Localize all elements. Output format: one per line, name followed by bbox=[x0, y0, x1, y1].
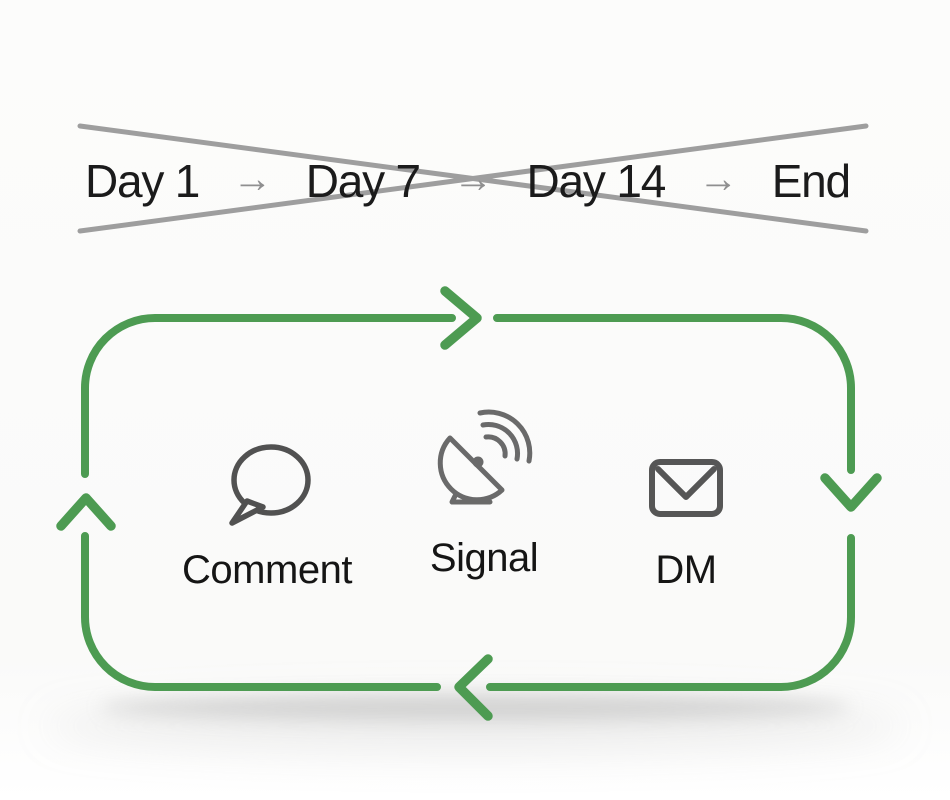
loop-item-dm: DM bbox=[576, 428, 796, 593]
loop-item-comment: Comment bbox=[157, 428, 377, 593]
timeline-step-day7: Day 7 bbox=[305, 155, 421, 207]
loop-item-label-signal: Signal bbox=[429, 536, 539, 580]
timeline-step-day14: Day 14 bbox=[526, 155, 667, 207]
loop-item-signal: Signal bbox=[374, 409, 594, 581]
loop-item-label-dm: DM bbox=[655, 548, 717, 592]
loop-arrow-up-icon bbox=[56, 493, 116, 531]
loop-arrow-right-icon bbox=[440, 286, 482, 350]
timeline-step-end: End bbox=[771, 155, 851, 207]
timeline-arrow-icon: → bbox=[698, 157, 739, 201]
satellite-dish-icon bbox=[437, 409, 533, 505]
cross-out-x bbox=[77, 123, 869, 234]
envelope-icon bbox=[649, 459, 723, 517]
loop-item-label-comment: Comment bbox=[182, 548, 352, 592]
loop-arrow-down-icon bbox=[820, 473, 882, 512]
timeline-arrow-icon: → bbox=[453, 157, 494, 201]
timeline-row: Day 1 → Day 7 → Day 14 → End bbox=[85, 150, 851, 212]
timeline-step-day1: Day 1 bbox=[85, 155, 200, 207]
timeline-arrow-icon: → bbox=[232, 157, 273, 201]
loop-shadow-inner bbox=[100, 694, 850, 720]
speech-bubble-icon bbox=[229, 444, 311, 526]
